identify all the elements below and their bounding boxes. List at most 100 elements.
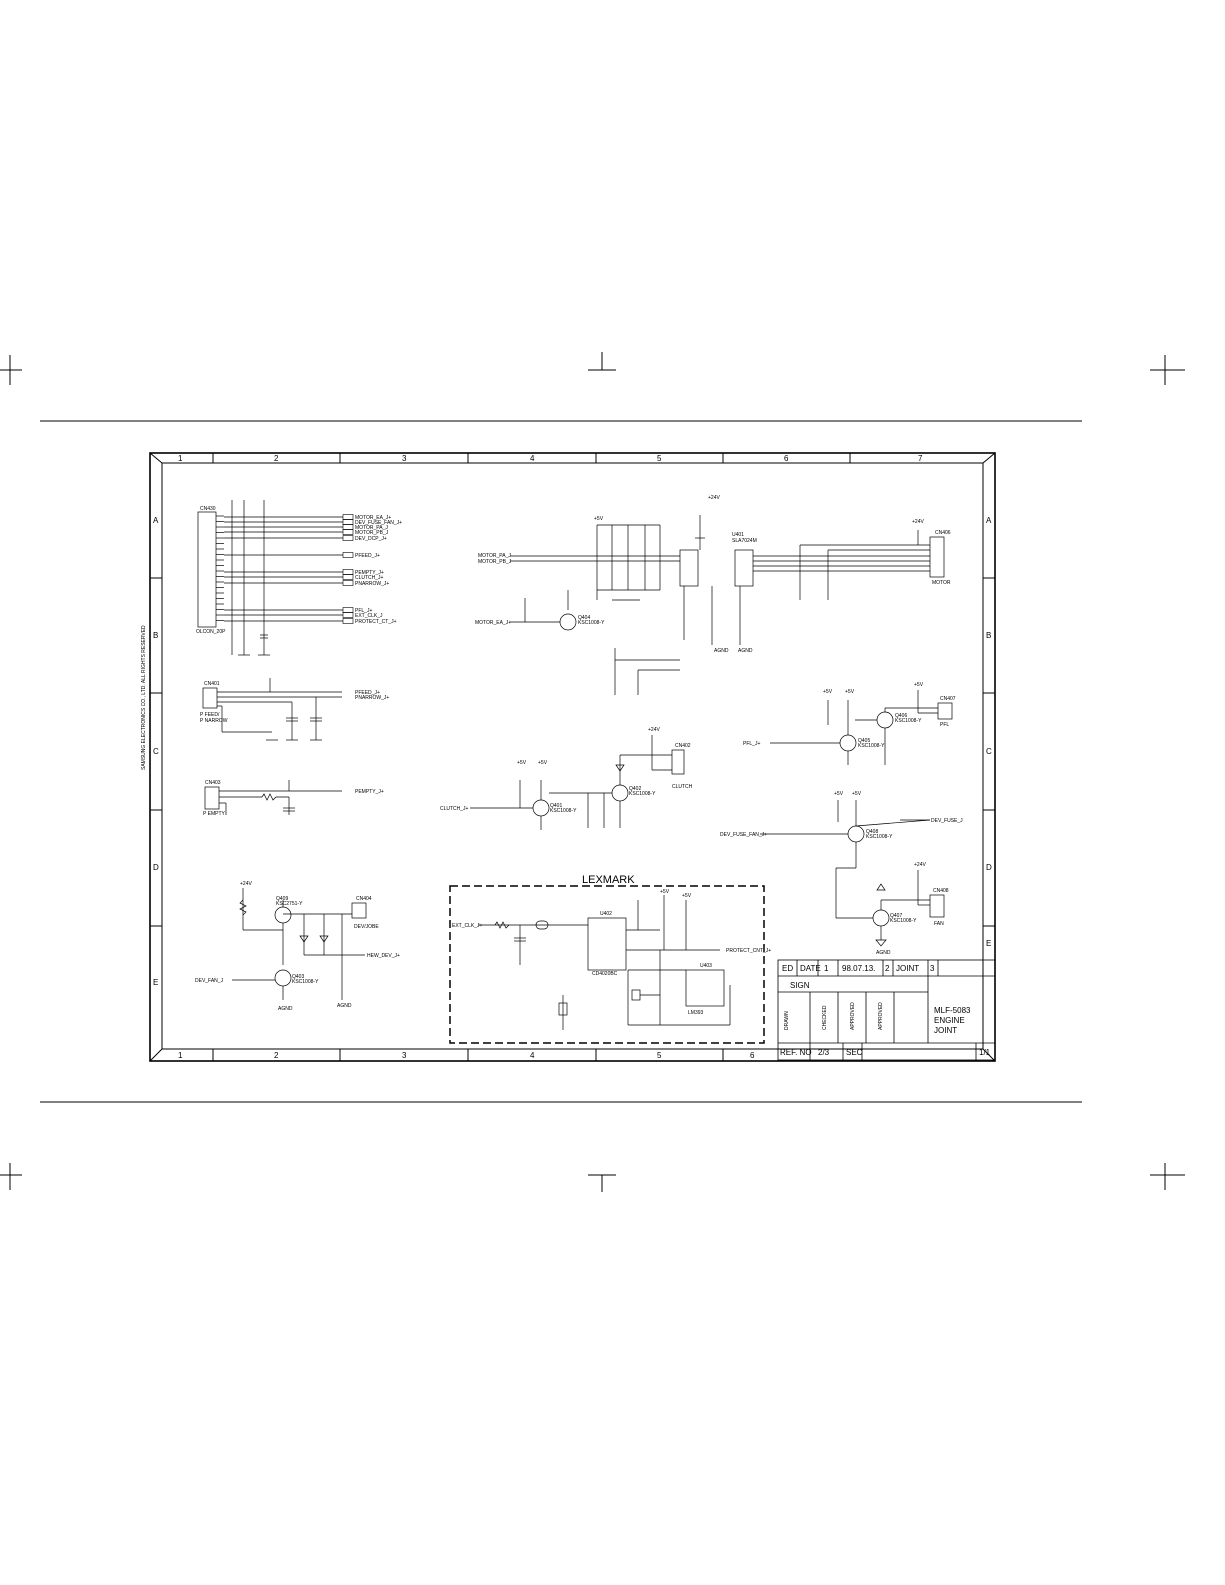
col-label: 2 xyxy=(274,1051,279,1060)
cn408-label: FAN xyxy=(934,921,944,927)
title-block xyxy=(777,959,996,1061)
q406-ref: Q406 xyxy=(895,713,907,719)
rail-label: +24V xyxy=(914,862,926,868)
signal-label: DEV_FUSE_J xyxy=(931,818,963,824)
row-label: E xyxy=(986,939,991,948)
crop-marks xyxy=(0,352,1185,1192)
col-label: 5 xyxy=(657,1051,662,1060)
row-label: A xyxy=(986,516,992,525)
tb-approved: APPROVED xyxy=(878,1002,884,1030)
q401-ref: Q401 xyxy=(550,803,562,809)
cn404-label: DEV/JOBE xyxy=(354,924,379,930)
q404-ref: Q404 xyxy=(578,615,590,621)
signal-label: MOTOR_EA_J+ xyxy=(355,515,391,521)
q406-type: KSC1008-Y xyxy=(895,718,922,724)
col-label: 4 xyxy=(530,1051,535,1060)
offpage-connector xyxy=(342,569,354,575)
signal-label: PFEED_J+ xyxy=(355,690,380,696)
tb-ref-no-label: REF. NO xyxy=(780,1048,812,1057)
signal-label: PEMPTY_J+ xyxy=(355,570,384,576)
offpage-connector xyxy=(342,607,354,613)
tb-model: MLF-5083 xyxy=(934,1006,971,1015)
company-notice: SAMSUNG ELECTRONICS CO., LTD. ALL RIGHTS… xyxy=(141,625,147,770)
q402-ref: Q402 xyxy=(629,786,641,792)
rail-label: AGND xyxy=(714,648,729,654)
rail-label: +5V xyxy=(845,689,855,695)
q401-type: KSC1008-Y xyxy=(550,808,577,814)
q409-ref: Q409 xyxy=(276,896,288,902)
tb-ed: ED xyxy=(782,964,793,973)
q404-type: KSC1008-Y xyxy=(578,620,605,626)
lexmark-block xyxy=(449,885,765,1044)
u403-ref: U403 xyxy=(700,963,712,969)
grid-labels: 1 2 3 4 5 6 7 1 2 3 4 5 6 A B C D E A B … xyxy=(141,454,992,1060)
signal-label: PFL_J+ xyxy=(743,741,760,747)
signal-label: EXT_CLK_J+ xyxy=(452,923,483,929)
tb-engine: ENGINE xyxy=(934,1016,965,1025)
col-label: 3 xyxy=(402,1051,407,1060)
rail-label: +24V xyxy=(912,519,924,525)
signal-label: DEV_FUSE_FAN_J+ xyxy=(355,520,402,526)
tb-sec-label: SEC xyxy=(846,1048,863,1057)
q405-type: KSC1008-Y xyxy=(858,743,885,749)
u403-type: LM393 xyxy=(688,1010,704,1016)
col-label: 1 xyxy=(178,1051,183,1060)
signal-label: DEV_FAN_J xyxy=(195,978,224,984)
dev-hv-block xyxy=(232,888,367,1000)
cn407-label: PFL xyxy=(940,722,949,728)
rail-label: +5V xyxy=(852,791,862,797)
q407-type: KSC1008-Y xyxy=(890,918,917,924)
col-label: 1 xyxy=(178,454,183,463)
signal-label: DEV_DCP_J+ xyxy=(355,536,387,542)
cn403-ref: CN403 xyxy=(205,780,221,786)
q409-type: KSC2751-Y xyxy=(276,901,303,907)
offpage-connector xyxy=(342,535,354,541)
signal-label: MOTOR_PB_J xyxy=(478,559,512,565)
signal-label: MOTOR_PB_J xyxy=(355,530,389,536)
cn403-block xyxy=(204,780,342,815)
signal-label: MOTOR_PA_J xyxy=(355,525,388,531)
q408-ref: Q408 xyxy=(866,829,878,835)
row-label: C xyxy=(986,747,992,756)
rail-label: +5V xyxy=(682,893,692,899)
u401-ref: U401 xyxy=(732,532,744,538)
signal-label: EXT_CLK_J xyxy=(355,613,383,619)
fan-block xyxy=(760,800,945,947)
row-label: B xyxy=(986,631,991,640)
cn430-part: OLCON_20P xyxy=(196,629,226,635)
signal-label: PROTECT_CT_J+ xyxy=(355,619,397,625)
col-label: 2 xyxy=(274,454,279,463)
rail-label: +5V xyxy=(914,682,924,688)
signal-label: HEW_DEV_J+ xyxy=(367,953,400,959)
offpage-connector xyxy=(342,574,354,580)
tb-drawn: DRAWN xyxy=(784,1011,790,1030)
signal-label: PNARROW_J+ xyxy=(355,581,389,587)
tb-joint: JOINT xyxy=(934,1026,957,1035)
tb-sheet: 1/1 xyxy=(979,1048,991,1057)
offpage-connector xyxy=(342,514,354,520)
col-label: 3 xyxy=(402,454,407,463)
offpage-connector xyxy=(342,580,354,586)
cn406-ref: CN406 xyxy=(935,530,951,536)
rail-label: +5V xyxy=(834,791,844,797)
tb-ref-no-value: 2/3 xyxy=(818,1048,830,1057)
col-label: 4 xyxy=(530,454,535,463)
tb-date-value: 98.07.13. xyxy=(842,964,875,973)
cn404-ref: CN404 xyxy=(356,896,372,902)
cn430-ref: CN430 xyxy=(200,506,216,512)
rail-label: +5V xyxy=(538,760,548,766)
q407-ref: Q407 xyxy=(890,913,902,919)
row-label: E xyxy=(153,978,158,987)
col-label: 6 xyxy=(784,454,789,463)
cn401-block xyxy=(202,678,342,741)
row-label: A xyxy=(153,516,159,525)
u402-type: CD4020BC xyxy=(592,971,618,977)
signal-label: PFEED_J+ xyxy=(355,553,380,559)
cn401-ref: CN401 xyxy=(204,681,220,687)
cn407-ref: CN407 xyxy=(940,696,956,702)
offpage-connector xyxy=(342,529,354,535)
rail-label: +24V xyxy=(240,881,252,887)
rail-label: +5V xyxy=(517,760,527,766)
rail-label: +24V xyxy=(648,727,660,733)
